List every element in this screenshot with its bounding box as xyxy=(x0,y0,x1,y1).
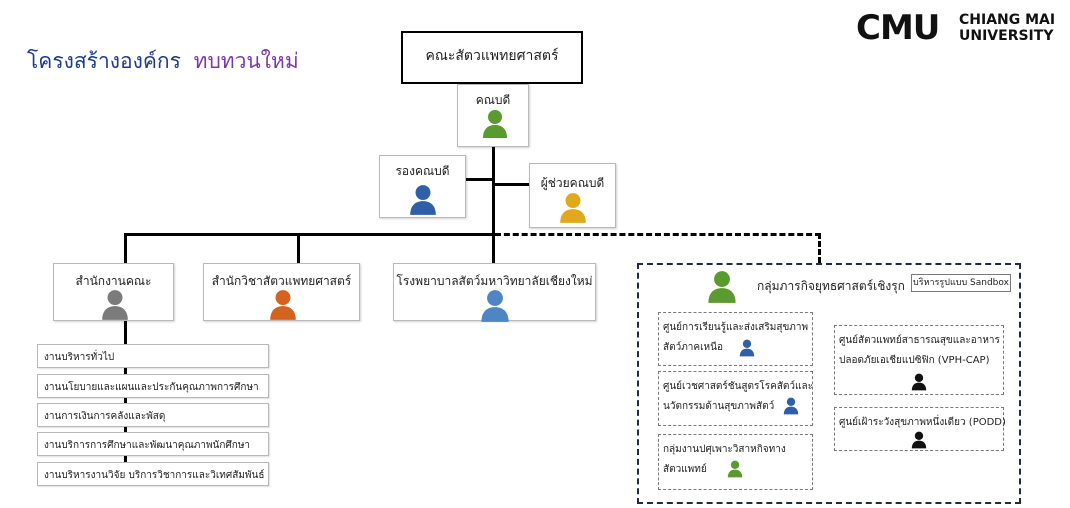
strategic-title: กลุ่มภารกิจยุทธศาสตร์เชิงรุก xyxy=(757,279,905,293)
assistant-dean-label: ผู้ช่วยคณบดี xyxy=(540,176,605,190)
deputy-dean-label: รองคณบดี xyxy=(395,164,450,178)
center-1-line1: ศูนย์การเรียนรู้และส่งเสริมสุขภาพ xyxy=(663,322,809,333)
connector-strategic-h xyxy=(495,233,821,236)
dean-label: คณบดี xyxy=(475,93,511,107)
person-icon-gold xyxy=(560,193,586,223)
connector-assistant xyxy=(493,183,529,186)
connector-deputy xyxy=(466,178,493,181)
center-4-line2: ปลอดภัยเอเชียแปซิฟิก (VPH-CAP) xyxy=(839,355,990,366)
logo-line2: UNIVERSITY xyxy=(959,28,1054,44)
person-icon-green xyxy=(483,110,507,138)
vet-school-box: สำนักวิชาสัตวแพทยศาสตร์ xyxy=(203,263,360,321)
center-3-line1: กลุ่มงานปศุเพาะวิสาหกิจทาง xyxy=(663,444,786,455)
person-icon-blue xyxy=(739,339,755,357)
hospital-label: โรงพยาบาลสัตว์มหาวิทยาลัยเชียงใหม่ xyxy=(396,274,593,288)
person-icon-black xyxy=(911,373,927,391)
top-unit-box: คณะสัตวแพทยศาสตร์ xyxy=(401,31,583,84)
connector-main-bar xyxy=(124,233,495,236)
dean-box: คณบดี xyxy=(457,84,529,147)
person-icon-blue xyxy=(783,397,799,415)
person-icon-lightblue xyxy=(481,290,509,322)
center-box-3: กลุ่มงานปศุเพาะวิสาหกิจทาง สัตวแพทย์ xyxy=(658,434,813,490)
center-box-4: ศูนย์สัตวแพทย์สาธารณสุขและอาหาร ปลอดภัยเ… xyxy=(834,325,1004,395)
office-task-2: งานนโยบายและแผนและประกันคุณภาพการศึกษา xyxy=(37,374,269,398)
person-icon-green xyxy=(727,460,743,478)
person-icon-blue xyxy=(410,185,436,215)
top-unit-label: คณะสัตวแพทยศาสตร์ xyxy=(425,48,559,64)
center-4-line1: ศูนย์สัตวแพทย์สาธารณสุขและอาหาร xyxy=(839,335,1000,346)
office-task-3: งานการเงินการคลังและพัสดุ xyxy=(37,403,269,427)
office-task-4: งานบริการการศึกษาและพัฒนาคุณภาพนักศึกษา xyxy=(37,432,269,456)
connector-strategic-v xyxy=(818,233,821,263)
center-box-1: ศูนย์การเรียนรู้และส่งเสริมสุขภาพ สัตว์ภ… xyxy=(658,312,813,366)
connector-vetschool xyxy=(297,233,300,263)
logo-mark: CMU xyxy=(856,8,940,48)
strategic-group: กลุ่มภารกิจยุทธศาสตร์เชิงรุก บริหารรูปแบ… xyxy=(637,263,1021,504)
page-title-accent: ทบทวนใหม่ xyxy=(193,49,299,73)
vet-school-label: สำนักวิชาสัตวแพทยศาสตร์ xyxy=(211,274,352,288)
connector-hospital xyxy=(492,233,495,263)
page-title: โครงสร้างองค์กร ทบทวนใหม่ xyxy=(27,45,299,78)
office-task-1: งานบริหารทั่วไป xyxy=(37,344,269,368)
center-1-line2: สัตว์ภาคเหนือ xyxy=(663,342,723,353)
person-icon-orange xyxy=(270,290,296,320)
center-box-5: ศูนย์เฝ้าระวังสุขภาพหนึ่งเดียว (PODD) xyxy=(834,407,1006,451)
person-icon-gray xyxy=(102,290,128,320)
person-icon-black xyxy=(911,431,927,449)
assistant-dean-box: ผู้ช่วยคณบดี xyxy=(529,163,616,228)
logo-line1: CHIANG MAI xyxy=(959,12,1056,28)
center-2-line2: นวัตกรรมด้านสุขภาพสัตว์ xyxy=(663,401,775,412)
cmu-logo: CMU CHIANG MAI UNIVERSITY xyxy=(856,8,1066,50)
office-task-5: งานบริหารงานวิจัย บริการวิชาการและวิเทศส… xyxy=(37,462,269,486)
hospital-box: โรงพยาบาลสัตว์มหาวิทยาลัยเชียงใหม่ xyxy=(393,263,596,322)
page-title-main: โครงสร้างองค์กร xyxy=(27,49,181,73)
person-icon-green xyxy=(708,271,736,303)
sandbox-badge: บริหารรูปแบบ Sandbox xyxy=(911,274,1011,292)
connector-top xyxy=(492,84,495,238)
office-label: สำนักงานคณะ xyxy=(75,274,152,288)
deputy-dean-box: รองคณบดี xyxy=(379,155,466,218)
office-box: สำนักงานคณะ xyxy=(53,263,174,321)
center-3-line2: สัตวแพทย์ xyxy=(663,464,707,475)
center-5-line1: ศูนย์เฝ้าระวังสุขภาพหนึ่งเดียว (PODD) xyxy=(839,417,1006,428)
center-2-line1: ศูนย์เวชศาสตร์ชันสูตรโรคสัตว์และ xyxy=(663,381,813,392)
connector-office xyxy=(124,233,127,263)
center-box-2: ศูนย์เวชศาสตร์ชันสูตรโรคสัตว์และ นวัตกรร… xyxy=(658,371,813,426)
